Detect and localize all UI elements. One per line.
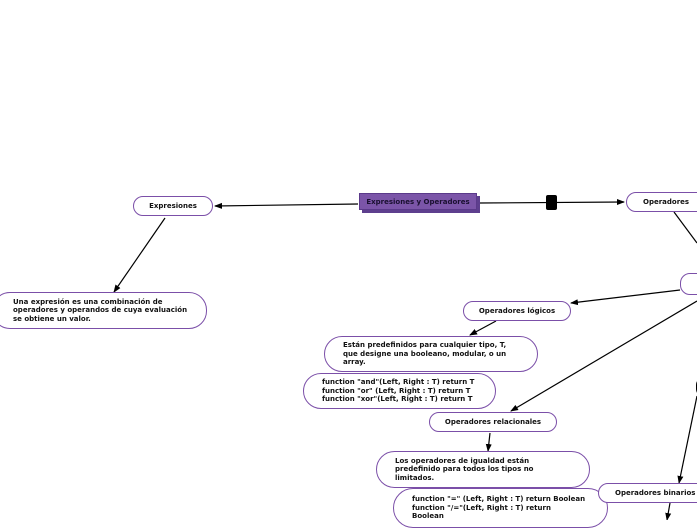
node-operadores-logicos-label: Operadores lógicos [478, 306, 556, 315]
node-relacionales-descripcion[interactable]: Los operadores de igualdad están predefi… [376, 451, 590, 488]
node-logicos-descripcion[interactable]: Están predefinidos para cualquier tipo, … [324, 336, 538, 372]
node-operadores-offscreen[interactable] [680, 273, 697, 295]
node-operadores-logicos[interactable]: Operadores lógicos [463, 301, 571, 321]
central-topic-label: Expresiones y Operadores [366, 197, 470, 206]
node-expresiones-definicion[interactable]: Una expresión es una combinación de oper… [0, 292, 207, 329]
node-operadores-relacionales-label: Operadores relacionales [444, 417, 542, 426]
central-topic[interactable]: Expresiones y Operadores [359, 193, 477, 210]
relationship-connector-handle[interactable] [546, 195, 557, 210]
node-operadores-label: Operadores [643, 197, 690, 206]
edge-expresiones-def [113, 217, 166, 293]
edge-relacionales-desc [485, 432, 492, 452]
node-relacionales-funciones[interactable]: function "=" (Left, Right : T) return Bo… [393, 488, 608, 528]
node-operadores[interactable]: Operadores [626, 192, 697, 212]
edge-offscreen-binarios [677, 395, 697, 484]
node-relacionales-descripcion-text: Los operadores de igualdad están predefi… [395, 456, 534, 482]
edge-operadores-sub [673, 211, 697, 244]
edge-logicos-desc [469, 320, 497, 336]
node-relacionales-funciones-text: function "=" (Left, Right : T) return Bo… [412, 495, 586, 521]
node-expresiones[interactable]: Expresiones [133, 196, 213, 216]
node-operadores-binarios-label: Operadores binarios c [615, 488, 697, 497]
node-operadores-binarios[interactable]: Operadores binarios c [598, 483, 697, 503]
edge-sub-relacionales [510, 300, 697, 412]
node-logicos-funciones-text: function "and"(Left, Right : T) return T… [322, 378, 475, 404]
edge-central-expresiones [214, 202, 359, 209]
node-logicos-funciones[interactable]: function "and"(Left, Right : T) return T… [303, 373, 496, 409]
node-logicos-descripcion-text: Están predefinidos para cualquier tipo, … [343, 341, 507, 367]
edge-binarios-down [665, 502, 672, 520]
node-operadores-relacionales[interactable]: Operadores relacionales [429, 412, 557, 432]
edge-sub-logicos [570, 289, 681, 306]
node-expresiones-label: Expresiones [149, 201, 197, 210]
node-expresiones-definicion-text: Una expresión es una combinación de oper… [13, 297, 188, 323]
